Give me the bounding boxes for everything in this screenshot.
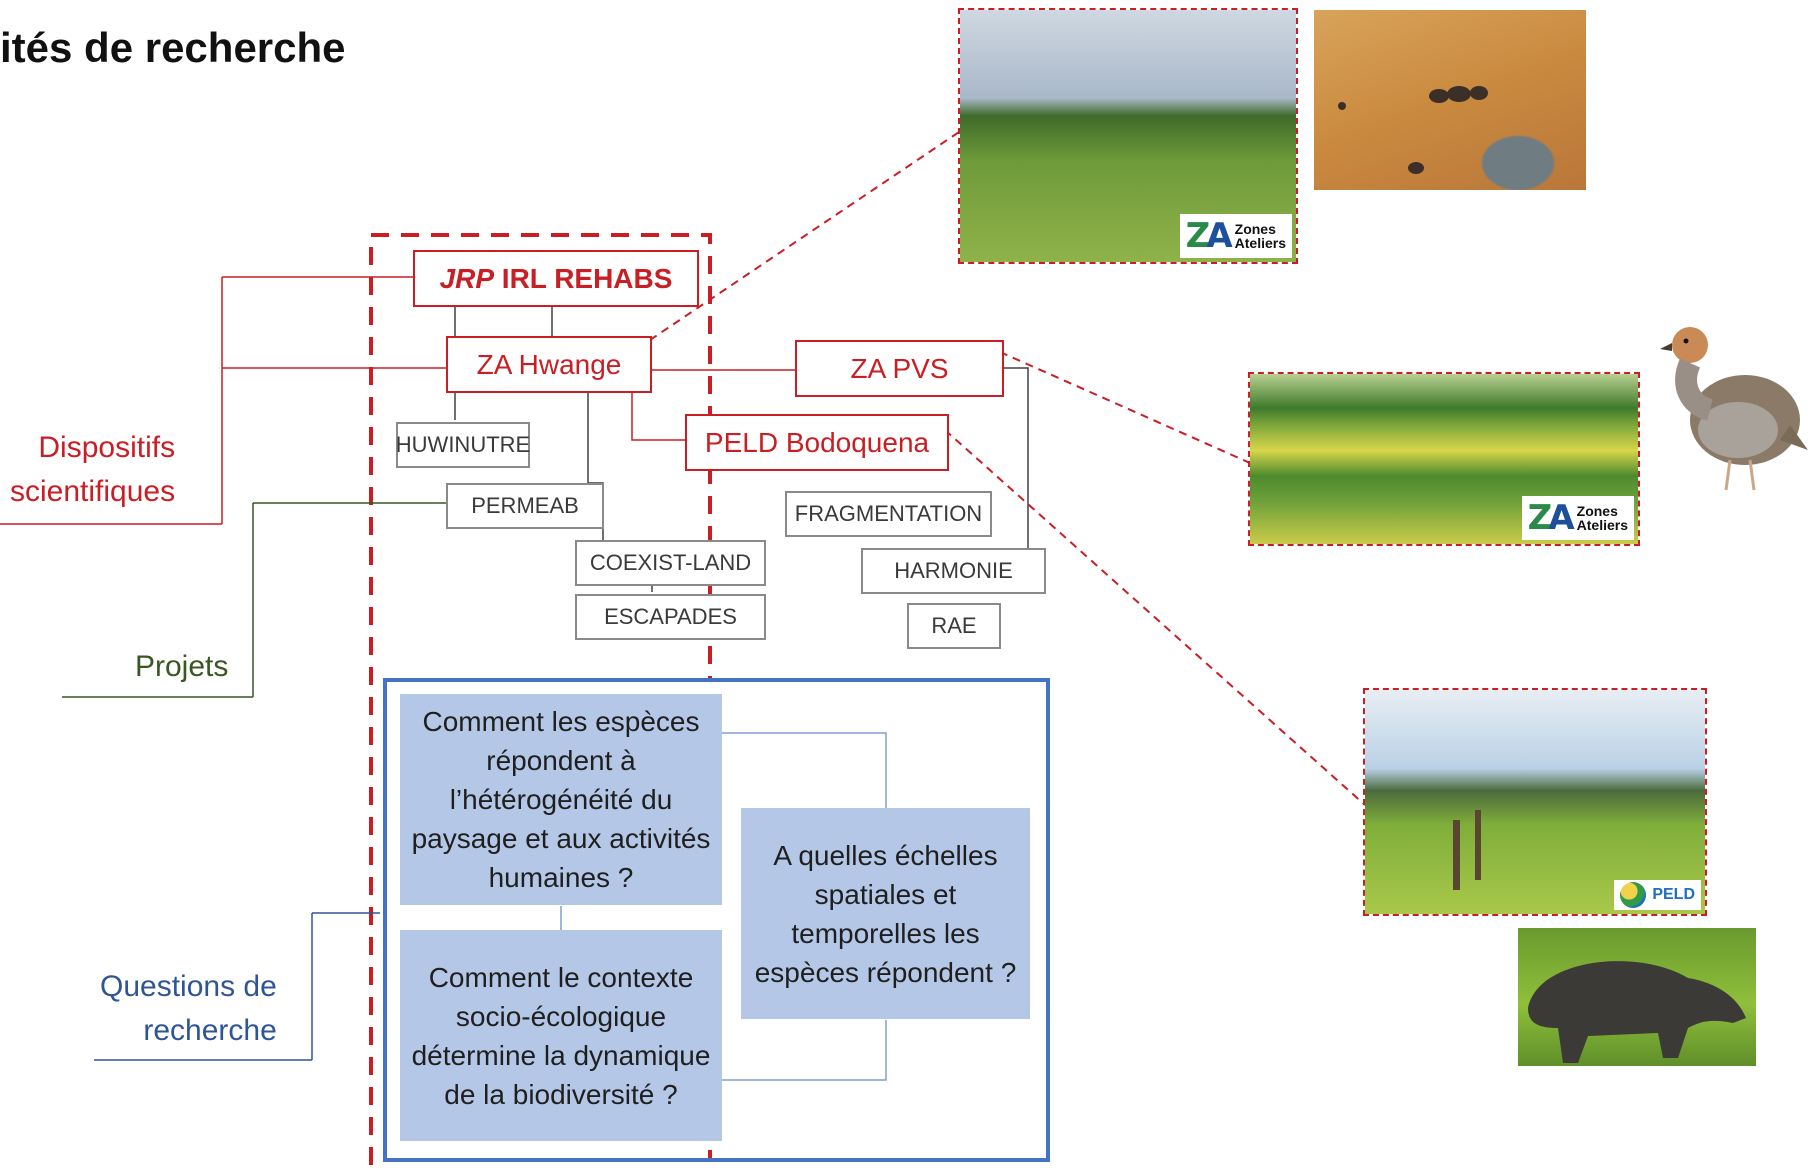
partridge-bird-icon xyxy=(1660,327,1808,491)
page-title: ités de recherche xyxy=(0,24,346,71)
photo-savanna-hwange: ZA Zones Ateliers xyxy=(958,8,1298,264)
dispositifs-bracket xyxy=(0,276,795,525)
projet-fragmentation: FRAGMENTATION xyxy=(785,491,992,537)
tapir-graphic xyxy=(1528,961,1746,1063)
dispositifs-label: Dispositifs scientifiques xyxy=(10,431,176,508)
question-echelles: A quelles échelles spatiales et temporel… xyxy=(741,808,1030,1019)
peld-globe-icon xyxy=(1620,882,1647,908)
photo-elephants-waterhole xyxy=(1314,10,1586,190)
question-contexte-socio-ecologique: Comment le contexte socio-écologique dét… xyxy=(400,930,722,1141)
projet-harmonie: HARMONIE xyxy=(861,548,1046,594)
peld-bodoquena-box: PELD Bodoquena xyxy=(685,414,949,471)
projet-huwinutre: HUWINUTRE xyxy=(396,422,530,468)
za-logo-mark-2: ZA xyxy=(1527,498,1575,538)
photo-links xyxy=(649,129,1366,806)
question-connectors xyxy=(560,732,887,1081)
zones-ateliers-logo-2: ZA Zones Ateliers xyxy=(1521,496,1634,540)
projet-coexist-land: COEXIST-LAND xyxy=(575,540,766,586)
photo-tapir xyxy=(1518,928,1756,1066)
photo-bodoquena-landscape: PELD xyxy=(1363,688,1707,916)
red-dashed-frame xyxy=(369,233,712,1165)
za-logo-mark: ZA xyxy=(1185,216,1233,256)
fence-post-graphic xyxy=(1453,810,1481,890)
projet-rae: RAE xyxy=(907,603,1001,649)
peld-logo: PELD xyxy=(1614,880,1701,910)
zones-ateliers-logo: ZA Zones Ateliers xyxy=(1179,214,1292,258)
jrp-irl-rehabs-box: JRP IRL REHABS xyxy=(413,250,699,307)
questions-bracket xyxy=(94,912,380,1061)
za-pvs-box: ZA PVS xyxy=(795,340,1004,397)
photo-farmland-pvs: ZA Zones Ateliers xyxy=(1248,372,1640,546)
projets-bracket xyxy=(62,502,446,698)
za-hwange-box: ZA Hwange xyxy=(446,336,652,393)
projet-escapades: ESCAPADES xyxy=(575,594,766,640)
questions-label: Questions de recherche xyxy=(100,970,277,1047)
question-heterogeneite: Comment les espèces répondent à l’hétéro… xyxy=(400,694,722,905)
projets-label: Projets xyxy=(135,650,229,683)
jrp-name: IRL REHABS xyxy=(494,262,673,294)
jrp-prefix: JRP xyxy=(439,262,495,294)
projet-permeab: PERMEAB xyxy=(446,483,604,529)
questions-frame xyxy=(383,678,1050,1162)
elephants-graphic xyxy=(1338,86,1488,174)
